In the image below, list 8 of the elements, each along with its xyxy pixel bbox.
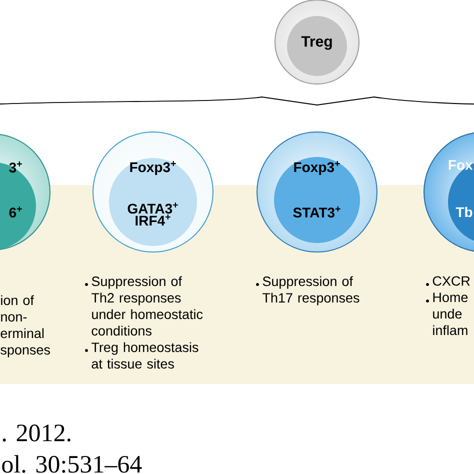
citation-text: . 2012. <box>2 424 70 442</box>
bullet-text: ion of non- erminal sponses <box>0 295 50 358</box>
citation-text: ol. 30:531–64 <box>2 455 142 473</box>
bullet-text: Home unde inflam <box>426 292 468 336</box>
bullet-text: Suppression of Th17 responses <box>256 276 360 306</box>
bullet-text: CXCR <box>426 276 470 286</box>
bullet-text: Treg homeostasis at tissue sites <box>85 342 198 369</box>
bullet-text: Suppression of Th2 responses under homeostatic conditions <box>85 276 203 336</box>
